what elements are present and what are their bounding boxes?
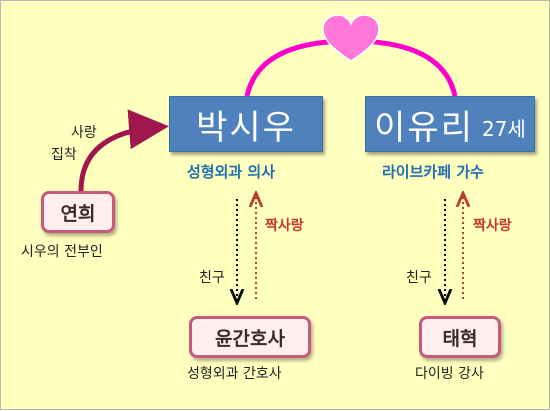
yeonhee-caption: 시우의 전부인 [21,244,103,260]
park-siwoo-box: 박시우 [169,96,323,152]
obsession-label: 집착 [51,147,77,163]
lee-yuri-age: 27세 [481,116,526,141]
nurse-yun-box: 윤간호사 [189,316,311,358]
park-siwoo-role: 성형외과 의사 [187,163,276,181]
heart-icon [322,14,380,62]
nurse-yun-name: 윤간호사 [215,327,285,350]
park-siwoo-name: 박시우 [196,107,296,148]
yeonhee-box: 연희 [41,191,115,233]
lee-yuri-box: 이유리 27세 [365,96,535,152]
taehyuk-caption: 다이빙 강사 [415,366,484,382]
friend-label-right: 친구 [406,270,432,286]
taehyuk-box: 태혁 [419,316,501,358]
crush-label-right: 짝사랑 [473,218,512,234]
lee-yuri-role: 라이브카페 가수 [382,163,484,181]
lee-yuri-name: 이유리 [374,107,474,148]
nurse-yun-caption: 성형외과 간호사 [187,366,282,382]
friend-label-left: 친구 [199,270,225,286]
crush-label-left: 짝사랑 [265,218,304,234]
yeonhee-name: 연희 [60,202,96,225]
obsession-arrow [78,109,169,192]
love-label: 사랑 [71,125,97,141]
taehyuk-name: 태혁 [442,327,478,350]
